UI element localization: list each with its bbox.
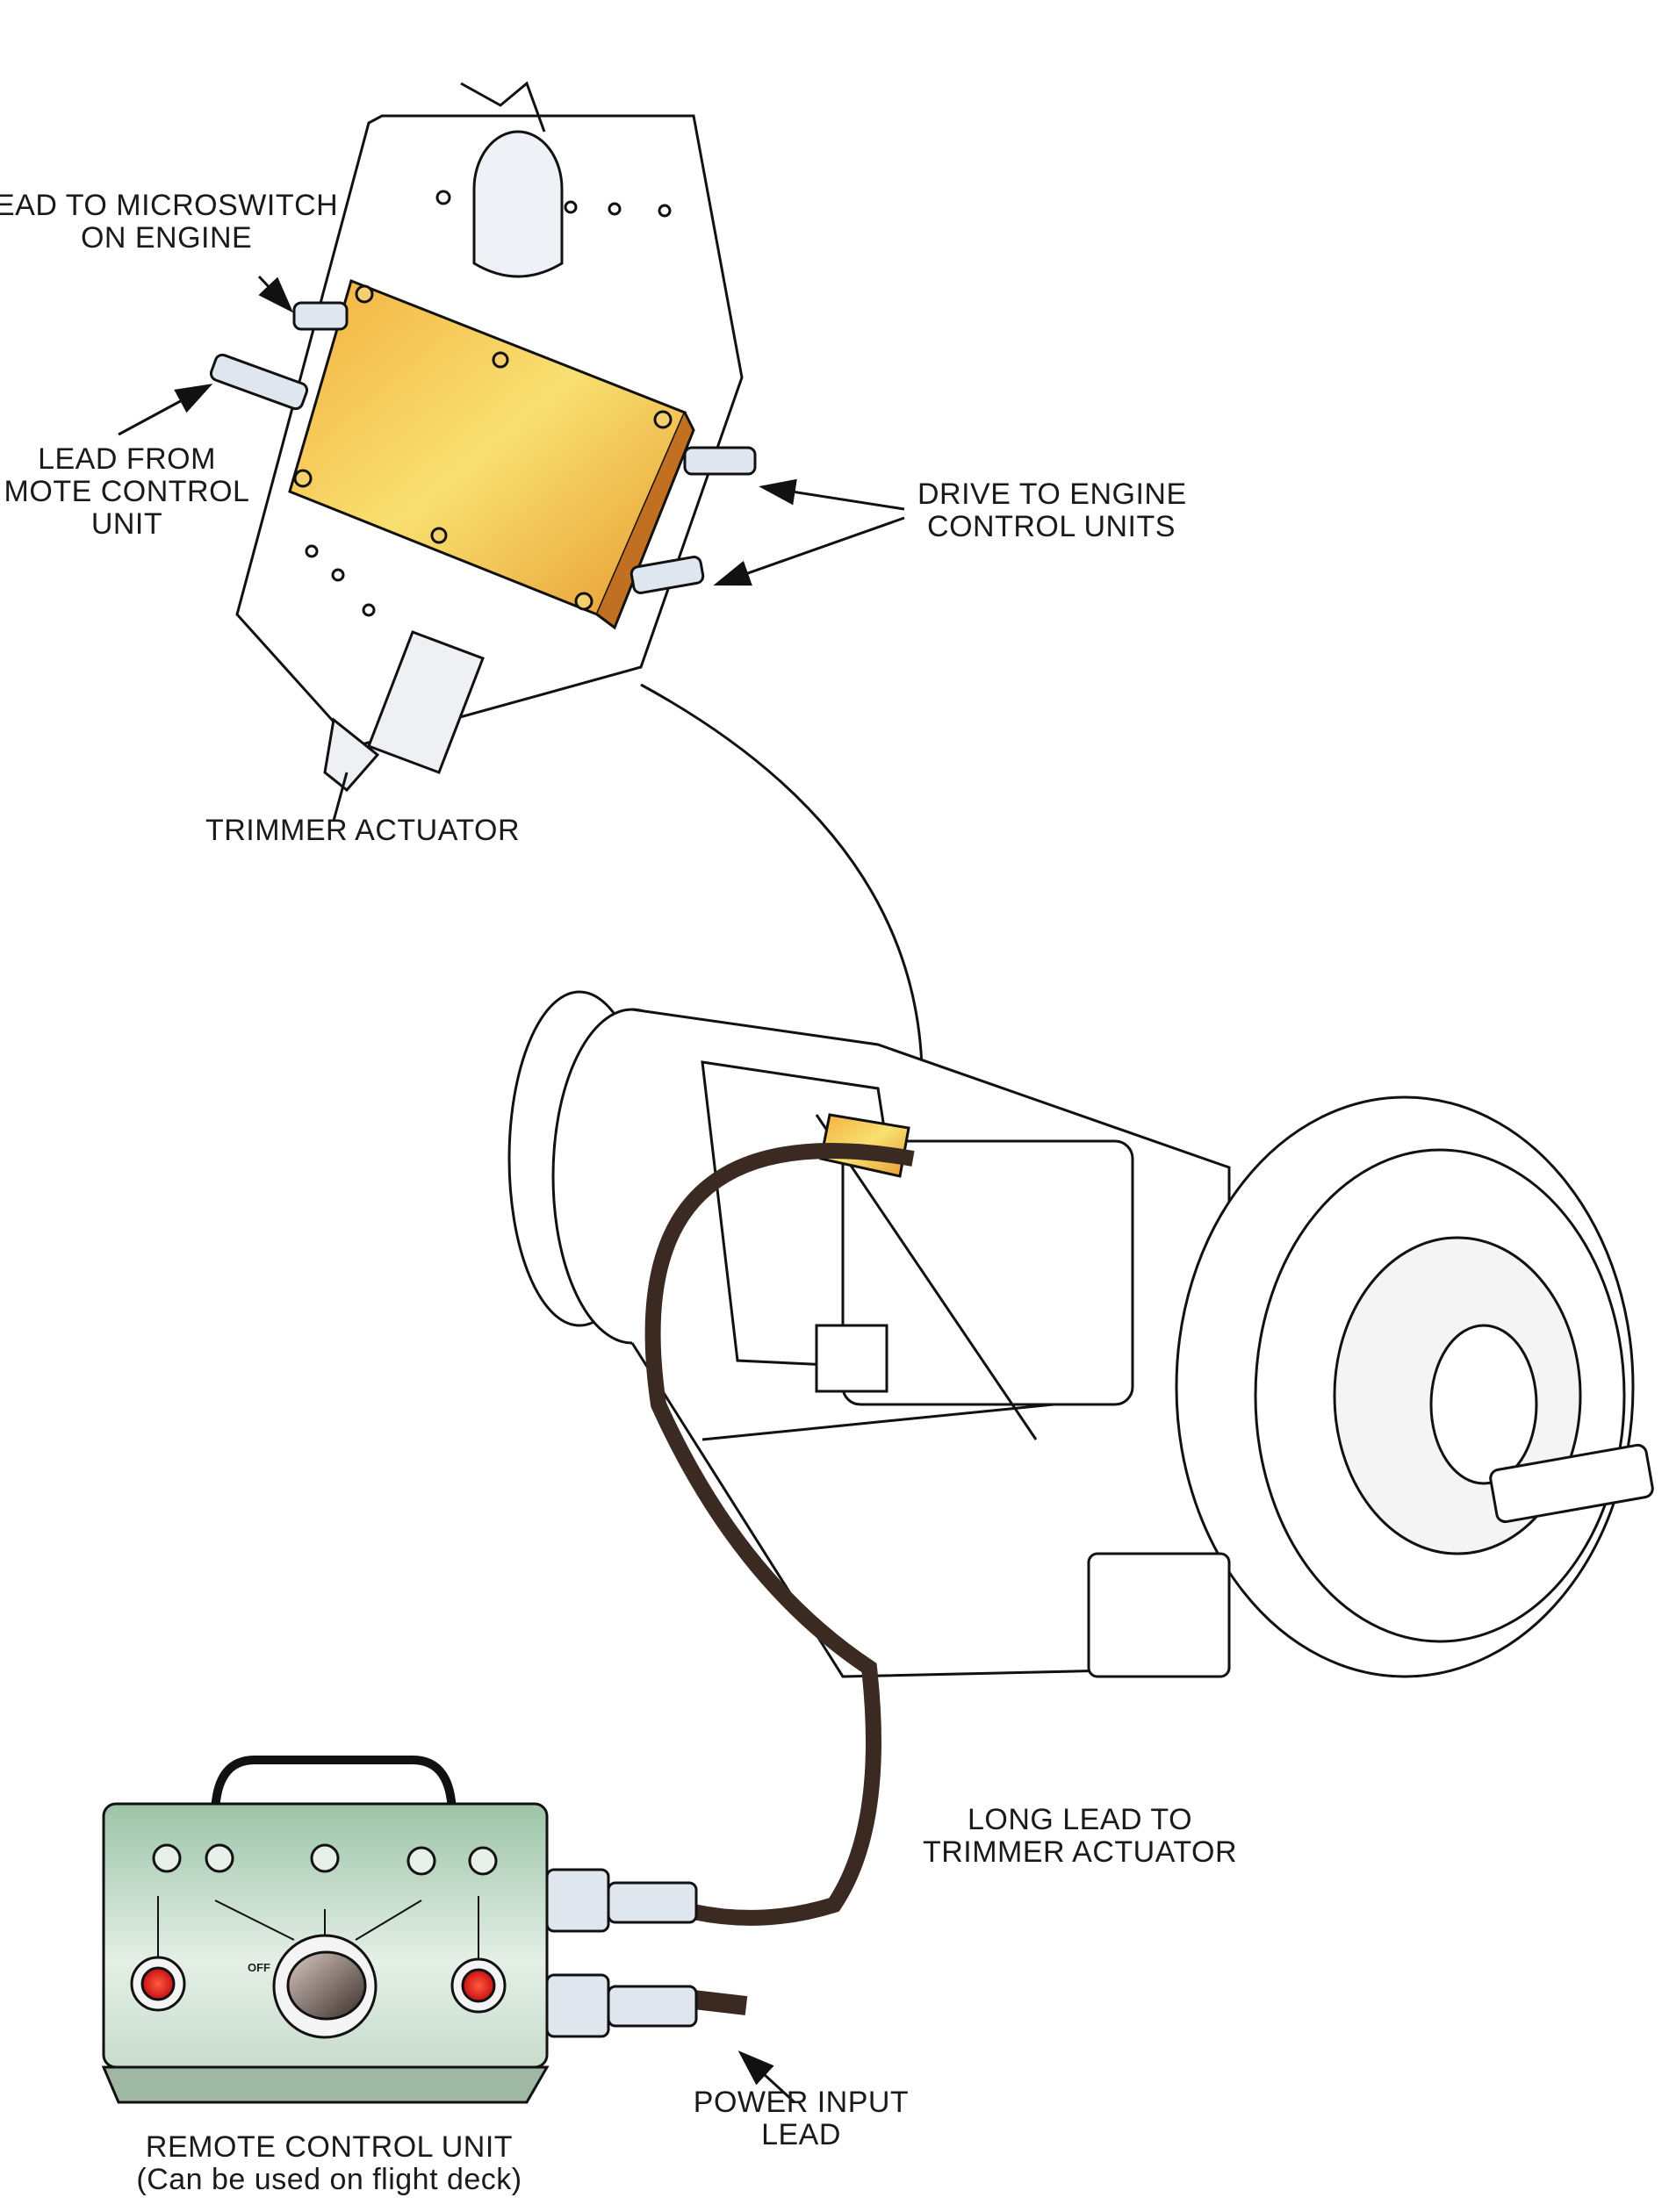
clamp [460, 81, 564, 278]
label-long-lead: LONG LEAD TO TRIMMER ACTUATOR [913, 1804, 1247, 1869]
label-line: ON ENGINE [80, 221, 253, 255]
label-line: REMOTE CONTROL UNIT [145, 2130, 514, 2164]
label-drive-to-engine: DRIVE TO ENGINE CONTROL UNITS [917, 478, 1187, 543]
label-remote-control-unit: REMOTE CONTROL UNIT (Can be used on flig… [97, 2131, 562, 2196]
long-lead-cable [644, 1143, 915, 1926]
knob-off-label: OFF [248, 1961, 270, 1974]
leader-arrows [118, 275, 937, 2104]
label-line: CONTROL UNITS [927, 510, 1176, 543]
label-trimmer-actuator: TRIMMER ACTUATOR [205, 814, 521, 847]
label-power-input-lead: POWER INPUT LEAD [685, 2086, 917, 2151]
label-line: POWER INPUT [693, 2086, 910, 2119]
remote-control-unit [101, 1756, 698, 2104]
label-line: DRIVE TO ENGINE [917, 478, 1187, 511]
turboprop-engine [507, 990, 1654, 1678]
label-line: LEAD [761, 2118, 841, 2151]
label-line: MOTE CONTROL [4, 475, 250, 508]
label-line: TRIMMER ACTUATOR [922, 1835, 1238, 1869]
label-line: LEAD FROM [38, 442, 216, 476]
lower-bracket [323, 630, 485, 822]
label-lead-from-remote: LEAD FROM MOTE CONTROL UNIT [0, 443, 261, 541]
label-line: UNIT [90, 507, 163, 541]
connectors [209, 301, 757, 594]
label-lead-to-microswitch: EAD TO MICROSWITCH ON ENGINE [0, 190, 338, 255]
label-line: EAD TO MICROSWITCH [0, 189, 339, 222]
label-line: LONG LEAD TO [967, 1803, 1193, 1836]
label-line: (Can be used on flight deck) [136, 2163, 522, 2196]
power-lead-cable [692, 1990, 748, 2015]
trimmer-actuator-box [288, 279, 695, 630]
